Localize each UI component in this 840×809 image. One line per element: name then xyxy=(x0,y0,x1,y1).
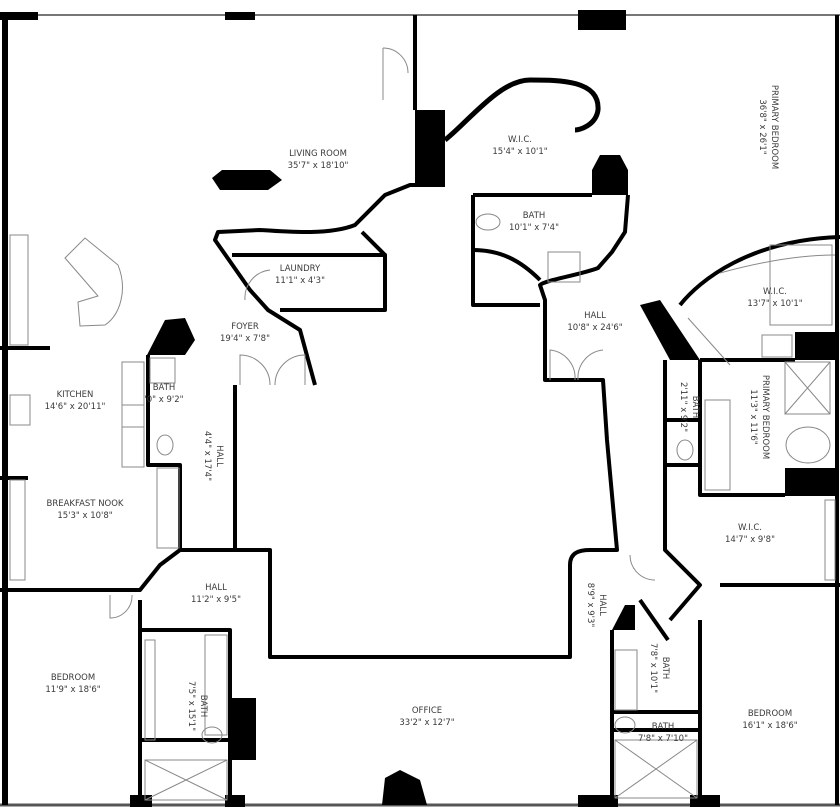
room-name: OFFICE xyxy=(411,706,443,716)
room-name: KITCHEN xyxy=(56,390,94,400)
room-size: 11'9" x 18'6" xyxy=(45,685,101,695)
room-breakfast-nook: BREAKFAST NOOK 15'3" x 10'8" xyxy=(46,498,123,522)
room-size: 35'7" x 18'10" xyxy=(287,161,349,171)
room-hall-2: HALL 10'8" x 24'6" xyxy=(567,310,622,334)
room-name: PRIMARY BEDROOM xyxy=(769,84,779,170)
fixtures xyxy=(9,47,836,801)
room-name: BREAKFAST NOOK xyxy=(46,499,124,509)
kitchen-island xyxy=(64,237,123,327)
room-name: BEDROOM xyxy=(50,673,96,683)
room-size: 7'8" x 7'10" xyxy=(638,734,688,744)
room-name: HALL xyxy=(597,594,607,616)
room-name: BATH xyxy=(660,656,670,680)
room-name: HALL xyxy=(214,445,224,467)
room-name: LAUNDRY xyxy=(279,264,321,274)
room-name: HALL xyxy=(584,311,606,321)
room-bath-1: BATH 10'1" x 7'4" xyxy=(509,210,559,234)
room-name: LIVING ROOM xyxy=(289,149,347,159)
room-office: OFFICE 33'2" x 12'7" xyxy=(399,705,454,729)
column xyxy=(382,770,427,805)
room-name: BATH xyxy=(651,722,675,732)
room-size: '0" x 9'2" xyxy=(144,395,184,405)
room-size: 14'7" x 9'8" xyxy=(725,535,775,545)
room-name: W.I.C. xyxy=(763,287,787,297)
room-size: 7'8" x 10'1" xyxy=(648,643,658,693)
room-size: 15'4" x 10'1" xyxy=(492,147,548,157)
room-size: 19'4" x 7'8" xyxy=(220,334,270,344)
room-bedroom-1: BEDROOM 11'9" x 18'6" xyxy=(45,672,100,696)
fireplace xyxy=(212,170,282,190)
room-name: PRIMARY BEDROOM xyxy=(760,374,770,460)
room-size: 11'2" x 9'5" xyxy=(191,595,241,605)
room-bedroom-2: BEDROOM 16'1" x 18'6" xyxy=(742,708,797,732)
room-name: BEDROOM xyxy=(747,709,793,719)
wall-blocks xyxy=(0,10,837,807)
cooktop xyxy=(121,404,145,428)
room-size: 10'1" x 7'4" xyxy=(509,223,559,233)
room-name: W.I.C. xyxy=(738,523,762,533)
room-size: 16'1" x 18'6" xyxy=(742,721,798,731)
room-size: 36'8" x 26'1" xyxy=(757,99,767,155)
room-living-room: LIVING ROOM 35'7" x 18'10" xyxy=(288,148,349,172)
room-name: W.I.C. xyxy=(508,135,532,145)
stove xyxy=(9,394,31,426)
room-hall-3: HALL 11'2" x 9'5" xyxy=(191,582,241,606)
room-size: 14'6" x 20'11" xyxy=(44,402,106,412)
room-name: HALL xyxy=(205,583,227,593)
room-laundry: LAUNDRY 11'1" x 4'3" xyxy=(275,263,325,287)
room-size: 11'1" x 4'3" xyxy=(275,276,325,286)
room-name: BATH xyxy=(198,694,208,718)
room-name: FOYER xyxy=(231,322,259,332)
room-size: 4'4" x 17'4" xyxy=(202,431,212,481)
room-wic-2: W.I.C. 13'7" x 10'1" xyxy=(747,286,802,310)
room-bath-2: BATH '0" x 9'2" xyxy=(144,382,183,406)
room-size: 15'3" x 10'8" xyxy=(57,511,113,521)
room-name: BATH xyxy=(690,395,700,419)
room-bath-6: BATH 7'8" x 7'10" xyxy=(638,721,688,745)
room-name: BATH xyxy=(152,383,176,393)
room-foyer: FOYER 19'4" x 7'8" xyxy=(220,321,270,345)
room-size: 11'3" x 11'6" xyxy=(748,389,758,445)
room-size: 2'11" x 9'2" xyxy=(678,382,688,432)
room-wic-1: W.I.C. 15'4" x 10'1" xyxy=(492,134,547,158)
room-kitchen: KITCHEN 14'6" x 20'11" xyxy=(45,389,106,413)
room-wic-3: W.I.C. 14'7" x 9'8" xyxy=(725,522,775,546)
interior-walls xyxy=(0,15,840,805)
room-size: 7'5" x 15'1" xyxy=(186,681,196,731)
room-name: BATH xyxy=(522,211,546,221)
room-size: 13'7" x 10'1" xyxy=(747,299,803,309)
room-size: 8'9" x 9'3" xyxy=(585,582,595,628)
room-size: 10'8" x 24'6" xyxy=(567,323,623,333)
room-size: 33'2" x 12'7" xyxy=(399,718,455,728)
